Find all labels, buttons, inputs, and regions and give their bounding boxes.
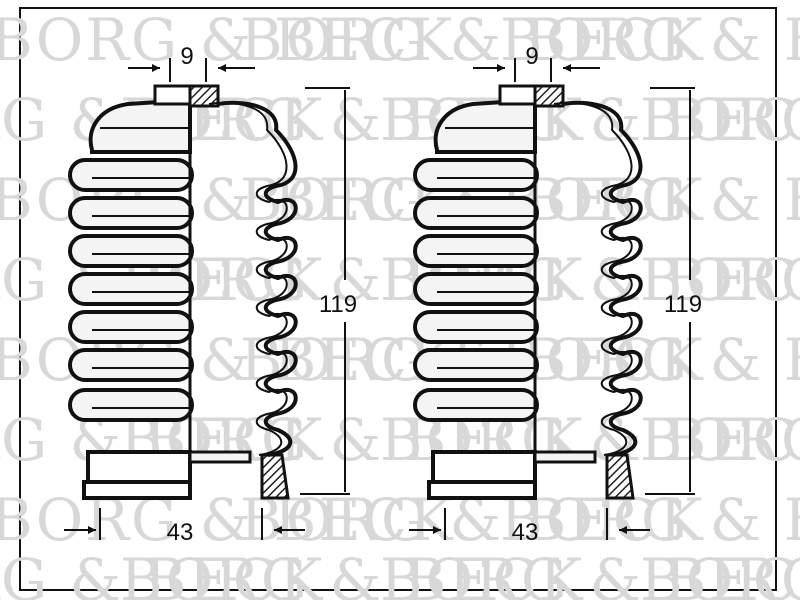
watermark-row: BORG & BECK xyxy=(500,486,800,554)
dim-arrowhead xyxy=(152,64,160,72)
watermark-row: BORG & BECK xyxy=(500,166,800,234)
bellows-profile-outer xyxy=(562,100,643,457)
boot-collar xyxy=(86,450,192,484)
dim-bottom-diameter-label: 43 xyxy=(167,519,194,546)
bellows-rib xyxy=(68,348,194,382)
collar-section-hatch xyxy=(605,453,635,500)
watermark-row: BORG & BECK xyxy=(640,546,800,600)
bellows-profile-outer xyxy=(217,100,298,457)
dim-arrowhead xyxy=(563,64,571,72)
bellows-rib xyxy=(413,196,539,230)
bellows-rib xyxy=(68,310,194,344)
watermark-row: BORG & BECK xyxy=(120,546,584,600)
collar-inner-lip xyxy=(188,450,252,464)
bellows-rib xyxy=(68,388,194,422)
bellows-rib xyxy=(413,348,539,382)
watermark-row: BORG & BECK xyxy=(0,486,454,554)
bellows-rib xyxy=(68,196,194,230)
dim-length-label: 119 xyxy=(319,291,357,318)
bellows-rib xyxy=(413,158,539,192)
bellows-rib xyxy=(68,234,194,268)
boot-neck xyxy=(153,84,192,106)
boot-right-drawing: 9 119 43 xyxy=(409,43,702,546)
watermark-row: BORG & BECK xyxy=(500,326,800,394)
bellows-rib xyxy=(413,272,539,306)
boot-collar-lip xyxy=(82,480,192,500)
bellows-rib xyxy=(413,310,539,344)
watermark-row: BORG & BECK xyxy=(380,546,800,600)
watermark-row: BORG & BECK xyxy=(240,6,704,74)
dim-arrowhead xyxy=(619,526,627,534)
dim-bottom-diameter-label: 43 xyxy=(512,519,539,546)
collar-inner-lip xyxy=(533,450,597,464)
bellows-rib xyxy=(68,272,194,306)
watermark-row: BORG & BECK xyxy=(640,86,800,154)
dim-top-diameter-label: 9 xyxy=(525,43,538,70)
bellows-profile-inner xyxy=(208,101,288,456)
watermark-row: BORG & BECK xyxy=(0,546,324,600)
bellows-rib xyxy=(68,158,194,192)
watermark-row: BORG & BECK xyxy=(0,6,454,74)
watermark-row: BORG & BECK xyxy=(640,246,800,314)
boot-collar-lip xyxy=(427,480,537,500)
dim-arrowhead xyxy=(218,64,226,72)
bellows-rib xyxy=(413,388,539,422)
dim-arrowhead xyxy=(88,526,96,534)
collar-section-hatch xyxy=(260,453,290,500)
dim-arrowhead xyxy=(497,64,505,72)
boot-neck xyxy=(498,84,537,106)
drawing-frame xyxy=(19,7,777,591)
bellows-rib xyxy=(413,234,539,268)
dim-length-label: 119 xyxy=(664,291,702,318)
dim-top-diameter-label: 9 xyxy=(180,43,193,70)
boot-collar xyxy=(431,450,537,484)
dim-arrowhead xyxy=(433,526,441,534)
watermark-row: BORG & BECK xyxy=(640,406,800,474)
boot-left-drawing: 9 119 43 xyxy=(64,43,357,546)
bellows-profile-inner xyxy=(553,101,633,456)
dim-arrowhead xyxy=(274,526,282,534)
watermark-row: BORG & BECK xyxy=(500,6,800,74)
